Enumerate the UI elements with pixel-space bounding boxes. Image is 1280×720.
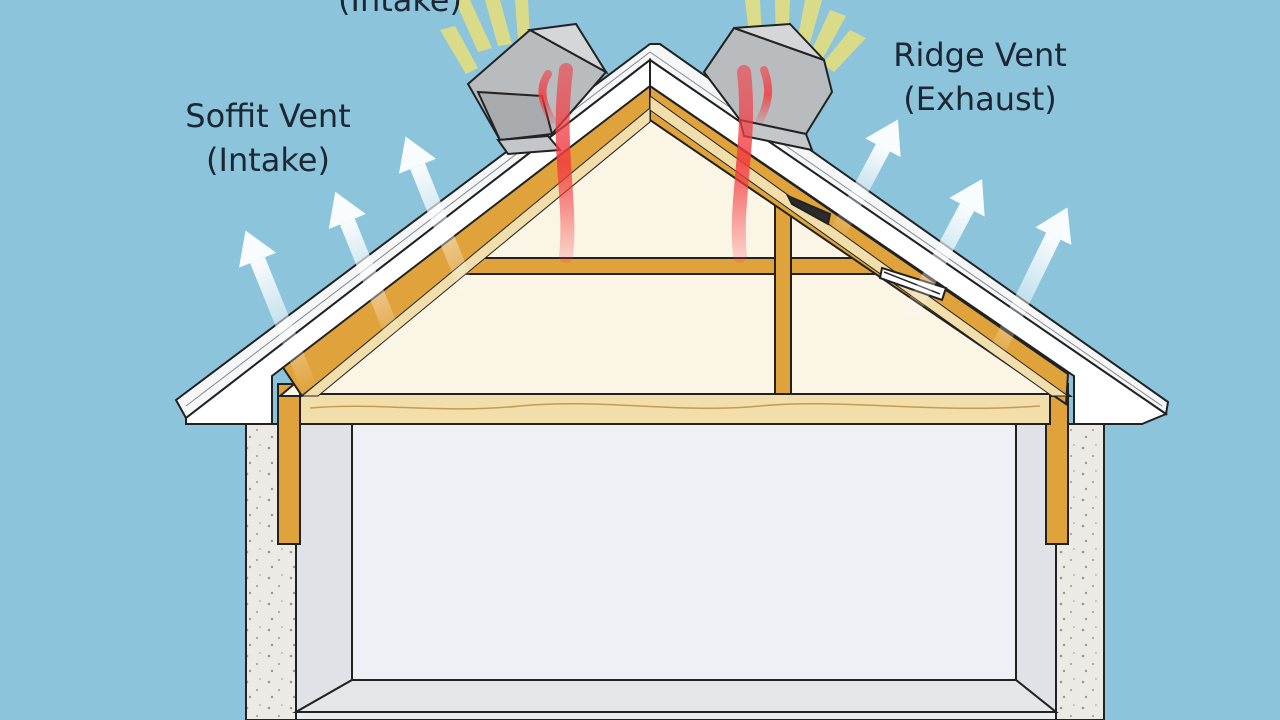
soffit-vent-label: Soffit Vent (Intake) [168, 94, 368, 182]
roof-vent-left [466, 22, 609, 156]
sun-ray-icon [440, 0, 866, 74]
top-vent-label: (Intake) [300, 0, 500, 22]
ridge-vent-label-line2: (Exhaust) [903, 80, 1057, 118]
ridge-vent-label: Ridge Vent (Exhaust) [870, 33, 1090, 121]
soffit-vent-label-line1: Soffit Vent [185, 97, 351, 135]
collar-tie [465, 257, 879, 275]
soffit-vent-label-line2: (Intake) [206, 141, 330, 179]
room-interior [292, 423, 1059, 715]
white-airflow-arrow-icon [239, 119, 1072, 393]
red-heat-stream-icon [538, 63, 773, 263]
ceiling-joist [299, 393, 1051, 425]
king-post [774, 205, 792, 395]
ridge-vent-label-line1: Ridge Vent [893, 36, 1067, 74]
wood-grain-icon [309, 402, 1041, 410]
top-vent-label-line2: (Intake) [338, 0, 462, 19]
